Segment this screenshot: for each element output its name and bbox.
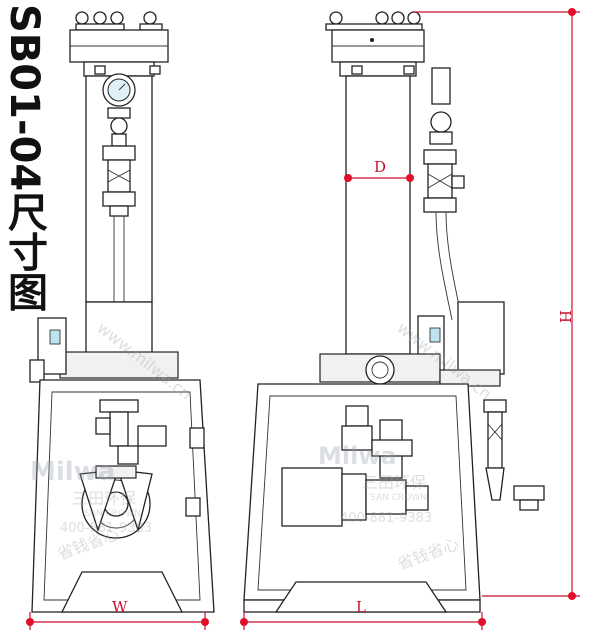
watermark-company-en-right: SAN CROWN [370, 493, 427, 503]
length-dimension [240, 612, 486, 630]
front-view [29, 11, 215, 613]
watermark-phone-right: 400-881-9383 [340, 511, 432, 526]
watermark-company-en-left: SAN CROWN [84, 509, 141, 519]
length-label: L [356, 598, 366, 616]
watermark-brand-left: Milwa [30, 457, 115, 487]
watermark-brand-right: Milwa [318, 442, 397, 470]
side-control-box [457, 301, 505, 375]
watermark-company-cn-right: 三田环保 [362, 473, 426, 492]
width-label: W [112, 598, 128, 616]
drawing-title: SB01-04尺寸图 [1, 4, 47, 312]
side-pump-motor [281, 467, 343, 527]
height-label: H [556, 310, 574, 323]
side-filter-column [345, 75, 411, 355]
front-handwheels [75, 11, 163, 31]
watermark-phone-left: 400-881-9383 [60, 521, 152, 536]
diameter-dimension [344, 174, 414, 182]
side-view [243, 11, 545, 613]
width-dimension [26, 612, 209, 630]
watermark-company-cn-left: 三田环保 [72, 489, 136, 508]
diameter-label: D [374, 158, 386, 176]
height-dimension [414, 8, 580, 600]
